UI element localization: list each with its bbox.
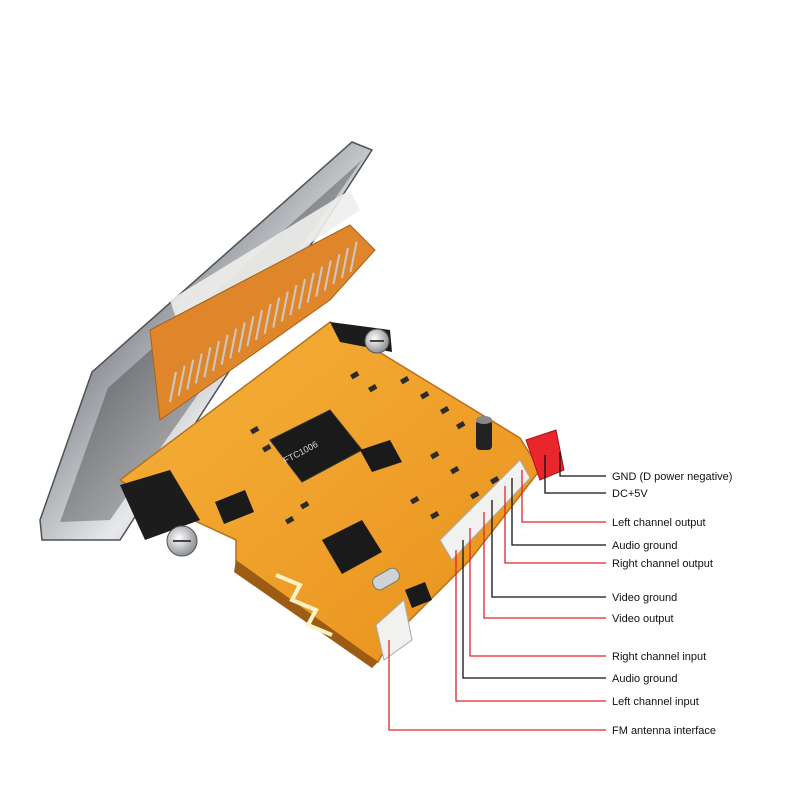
- leader-line-fm-antenna: [388, 640, 606, 731]
- header-pin: [212, 340, 220, 372]
- smd-part: [440, 406, 450, 415]
- leader-line-audio-gnd-1: [511, 478, 606, 546]
- leader-line-left-in: [455, 550, 606, 702]
- header-pin: [280, 291, 289, 322]
- leader-line-right-in: [469, 528, 606, 657]
- ic-chip-icon: [360, 440, 402, 472]
- header-pin: [186, 359, 195, 390]
- smd-part: [368, 383, 378, 393]
- header-pin: [332, 254, 341, 285]
- smd-part: [450, 466, 460, 475]
- capacitor-icon: [476, 416, 492, 450]
- pin-label-left-in: Left channel input: [612, 696, 699, 708]
- pin-label-left-out: Left channel output: [612, 517, 706, 529]
- header-pin: [203, 347, 212, 378]
- ic-chip-icon: [215, 490, 254, 524]
- pin-label-right-out: Right channel output: [612, 558, 713, 570]
- pin-label-gnd: GND (D power negative): [612, 471, 732, 483]
- smd-part: [285, 516, 295, 525]
- header-pin: [349, 241, 358, 272]
- header-pin: [246, 316, 255, 347]
- pin-label-dc5v: DC+5V: [612, 488, 648, 500]
- screw-icon: [364, 328, 390, 354]
- pin-callouts: GND (D power negative) DC+5V Left channel …: [388, 452, 732, 737]
- header-pin: [272, 297, 281, 328]
- header-pin: [229, 328, 238, 359]
- ic-chip-icon: [322, 520, 382, 574]
- header-pin: [341, 247, 349, 279]
- ic-chip-icon: FTC1006: [269, 409, 363, 483]
- smd-part: [429, 451, 440, 460]
- leader-line-gnd: [559, 452, 606, 477]
- smd-part: [300, 500, 310, 510]
- header-pin: [289, 285, 298, 316]
- ic-chip-icon: [405, 582, 432, 608]
- header-pin: [255, 309, 263, 341]
- header-pin: [323, 260, 332, 291]
- header-pin: [194, 353, 203, 384]
- smd-part: [470, 491, 480, 500]
- pcb-antenna-icon: [275, 573, 333, 637]
- pin-label-video-gnd: Video ground: [612, 592, 677, 604]
- leader-line-left-out: [521, 470, 606, 523]
- smd-part: [420, 391, 430, 400]
- header-pin: [263, 303, 272, 334]
- signal-connectors: [375, 459, 531, 661]
- smd-part: [410, 496, 420, 505]
- smd-part: [262, 444, 272, 453]
- header-pin: [306, 272, 315, 303]
- header-pin: [237, 322, 246, 353]
- header-pin: [169, 371, 177, 403]
- header-pin: [298, 278, 306, 310]
- leader-line-video-gnd: [491, 500, 606, 598]
- smd-part: [429, 511, 440, 520]
- smd-part: [350, 371, 360, 380]
- header-pin: [220, 334, 229, 365]
- leader-line-audio-gnd-2: [462, 540, 606, 679]
- leader-line-video-out: [483, 512, 606, 619]
- smd-components: [249, 371, 500, 525]
- screw-icon: [166, 525, 198, 557]
- smd-part: [489, 476, 500, 485]
- leader-line-right-out: [504, 486, 606, 564]
- pin-label-video-out: Video output: [612, 613, 674, 625]
- main-pcb: FTC1006: [118, 321, 541, 668]
- crystal-icon: [372, 567, 400, 591]
- header-pin: [177, 365, 186, 396]
- header-pin: [315, 266, 324, 297]
- header-pins: [169, 241, 358, 403]
- rear-pcb: [149, 224, 376, 421]
- smd-part: [249, 425, 260, 435]
- pin-label-audio-gnd-1: Audio ground: [612, 540, 677, 552]
- smd-part: [399, 376, 410, 385]
- leader-line-dc5v: [544, 455, 606, 494]
- pin-label-audio-gnd-2: Audio ground: [612, 673, 677, 685]
- smd-part: [456, 421, 466, 430]
- pin-label-fm-antenna: FM antenna interface: [612, 725, 716, 737]
- pin-label-right-in: Right channel input: [612, 651, 706, 663]
